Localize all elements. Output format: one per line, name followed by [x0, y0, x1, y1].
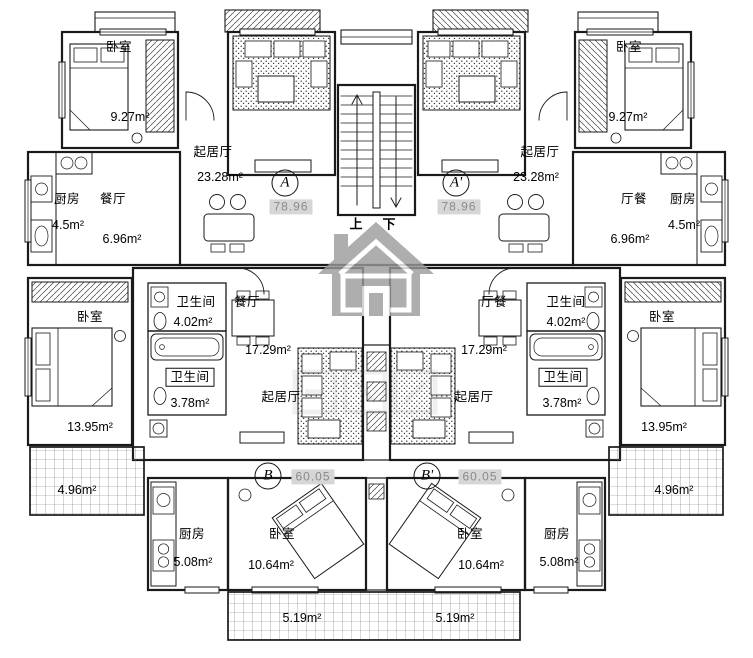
area-label-bedroom-top-left: 9.27m²	[110, 109, 150, 124]
room-label-bedroom-top-left: 卧室	[105, 39, 133, 54]
area-label-dining-b-right: 17.29m²	[461, 342, 507, 357]
area-label-balcony-mid-left: 4.96m²	[57, 482, 97, 497]
kitchen-fixtures-b	[150, 481, 177, 587]
watermark-faint-text	[292, 369, 438, 415]
bed-double	[31, 327, 113, 407]
door-swing	[237, 267, 265, 295]
stairs-down-label: 下	[382, 216, 396, 232]
room-label-dining-a-left: 餐厅	[99, 191, 127, 206]
unit-total-area-b-right: 60.05	[458, 469, 502, 485]
sofa-set-b	[297, 347, 363, 445]
room-label-kitchen-a-right: 厨房	[669, 191, 697, 206]
window	[184, 586, 220, 594]
left-half-linework	[24, 9, 379, 594]
bed-double	[69, 43, 129, 131]
nightstand	[238, 488, 252, 502]
unit-type-badge-a-left: A	[271, 169, 299, 197]
area-label-living-a-right: 23.28m²	[513, 169, 559, 184]
stair-down-arrow	[390, 96, 402, 209]
room-label-bedroom-mid-right: 卧室	[648, 309, 676, 324]
area-label-dining-b-left: 17.29m²	[245, 342, 291, 357]
bed-angled	[271, 482, 365, 580]
unit-type-badge-b-left: B	[254, 462, 282, 490]
shaft-bottom	[365, 477, 388, 591]
room-label-bath2-b-right: 卫生间	[538, 367, 588, 387]
area-label-bedroom-mid-left: 13.95m²	[67, 419, 113, 434]
area-label-kitchen-a-left: 4.5m²	[52, 217, 84, 232]
room-label-kitchen-b-left: 厨房	[178, 526, 206, 541]
room-label-dining-a-right: 厅餐	[620, 191, 648, 206]
room-label-bath2-b-left: 卫生间	[165, 367, 215, 387]
area-label-bath2-b-right: 3.78m²	[542, 395, 582, 410]
stair-up-arrow	[351, 93, 363, 206]
area-label-bedroom-mid-right: 13.95m²	[641, 419, 687, 434]
unit-total-area-a-right: 78.96	[437, 199, 481, 215]
room-bedroom-bot	[226, 476, 368, 592]
area-label-bedroom-top-right: 9.27m²	[608, 109, 648, 124]
room-label-bedroom-top-right: 卧室	[615, 39, 643, 54]
room-label-kitchen-a-left: 厨房	[53, 191, 81, 206]
unit-type-badge-b-right: B'	[413, 462, 441, 490]
nightstand	[114, 330, 126, 342]
wardrobe	[31, 281, 129, 303]
wardrobe	[145, 39, 175, 133]
bathroom-2-b	[147, 330, 227, 438]
stair-rail	[372, 91, 381, 209]
tv-cabinet-b	[239, 431, 285, 444]
room-label-bedroom-bot-left: 卧室	[268, 526, 296, 541]
room-label-bath1-b-left: 卫生间	[176, 294, 216, 309]
room-label-dining-b-right: 厅餐	[480, 294, 508, 309]
unit-type-badge-a-right: A'	[442, 169, 470, 197]
area-label-balcony-mid-right: 4.96m²	[654, 482, 694, 497]
watermark-house-icon	[318, 222, 434, 316]
room-label-dining-b-left: 餐厅	[233, 294, 261, 309]
area-label-kitchen-b-right: 5.08m²	[539, 554, 579, 569]
area-label-kitchen-a-right: 4.5m²	[668, 217, 700, 232]
staircase	[336, 83, 417, 217]
room-label-living-a-right: 起居厅	[520, 144, 560, 159]
dining-table-a	[203, 194, 255, 253]
room-kitchen-dining-a	[26, 150, 182, 267]
stair-treads	[340, 95, 413, 187]
stairs-up-label: 上	[349, 216, 363, 232]
area-label-kitchen-b-left: 5.08m²	[173, 554, 213, 569]
area-label-bath2-b-left: 3.78m²	[170, 395, 210, 410]
area-label-bath1-b-right: 4.02m²	[546, 314, 586, 329]
dining-table-b	[231, 290, 275, 346]
room-label-bedroom-mid-left: 卧室	[76, 309, 104, 324]
area-label-balcony-bot-left: 5.19m²	[282, 610, 322, 625]
room-label-kitchen-b-right: 厨房	[543, 526, 571, 541]
service-shaft	[362, 344, 391, 461]
room-label-living-b-left: 起居厅	[261, 389, 301, 404]
area-label-living-a-left: 23.28m²	[197, 169, 243, 184]
area-label-balcony-bot-right: 5.19m²	[435, 610, 475, 625]
area-label-bedroom-bot-left: 10.64m²	[248, 557, 294, 572]
sofa-set-a	[232, 35, 331, 111]
nightstand	[131, 132, 143, 144]
area-label-dining-a-left: 6.96m²	[102, 231, 142, 246]
kitchen-fixtures-a	[30, 151, 93, 253]
balcony-mid	[29, 446, 145, 516]
balcony-bottom	[227, 591, 521, 641]
room-label-bath1-b-right: 卫生间	[546, 294, 586, 309]
area-label-dining-a-right: 6.96m²	[610, 231, 650, 246]
area-label-bath1-b-left: 4.02m²	[173, 314, 213, 329]
unit-total-area-a-left: 78.96	[269, 199, 313, 215]
room-label-bedroom-bot-right: 卧室	[456, 526, 484, 541]
unit-total-area-b-left: 60.05	[291, 469, 335, 485]
room-label-living-a-left: 起居厅	[193, 144, 233, 159]
window	[239, 28, 316, 36]
area-label-bedroom-bot-right: 10.64m²	[458, 557, 504, 572]
door-swing	[185, 91, 215, 121]
room-label-living-b-right: 起居厅	[454, 389, 494, 404]
center-core	[227, 29, 521, 641]
